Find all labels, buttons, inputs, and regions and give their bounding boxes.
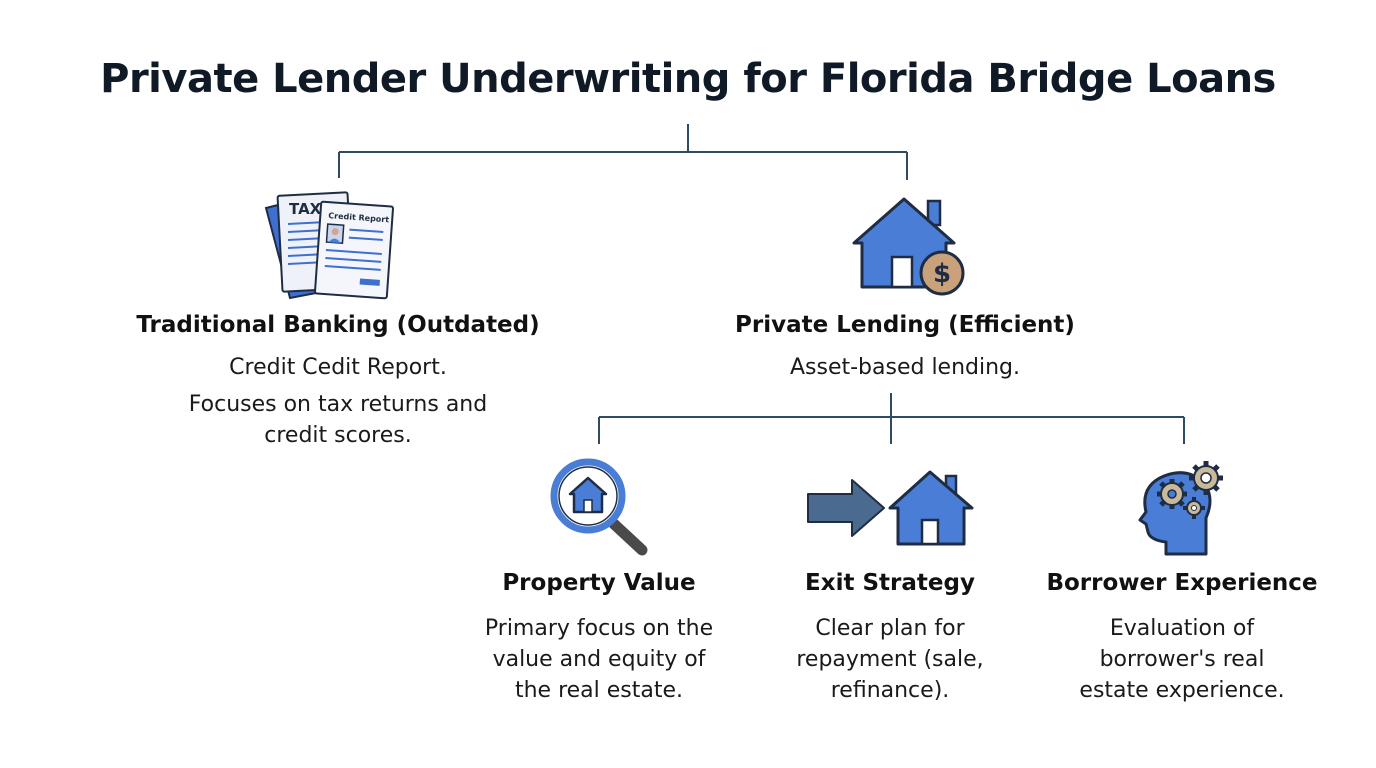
exit-line-3: refinance). (830, 678, 950, 703)
private-lending-desc: Asset-based lending. (655, 352, 1155, 383)
tax-documents-icon: TAX Credit Report (264, 191, 394, 300)
arrow-house-icon (807, 470, 974, 546)
borrower-experience-desc: Evaluation of borrower's real estate exp… (1032, 613, 1332, 706)
traditional-line-3: credit scores. (264, 423, 412, 448)
property-value-title: Property Value (502, 570, 696, 596)
property-value-desc: Primary focus on the value and equity of… (449, 613, 749, 706)
exit-strategy-title: Exit Strategy (805, 570, 975, 596)
connector-root (338, 124, 908, 180)
exit-strategy-desc: Clear plan for repayment (sale, refinanc… (760, 613, 1020, 706)
traditional-banking-desc: Credit Cedit Report. Focuses on tax retu… (88, 352, 588, 451)
private-line-1: Asset-based lending. (789, 355, 1021, 380)
traditional-line-2: Focuses on tax returns and (188, 392, 488, 417)
exit-line-2: repayment (sale, (796, 647, 984, 672)
borrower-experience-title: Borrower Experience (1046, 570, 1318, 596)
head-gears-icon (1138, 461, 1223, 556)
property-line-2: value and equity of (492, 647, 706, 672)
exit-line-1: Clear plan for (815, 616, 965, 641)
property-line-1: Primary focus on the (484, 616, 714, 641)
credit-report-label: Credit Report (328, 211, 390, 224)
borrower-line-2: borrower's real (1099, 647, 1265, 672)
traditional-banking-title: Traditional Banking (Outdated) (136, 312, 540, 338)
borrower-line-3: estate experience. (1079, 678, 1285, 703)
private-lending-title: Private Lending (Efficient) (735, 312, 1075, 338)
page-title: Private Lender Underwriting for Florida … (100, 56, 1276, 102)
dollar-sign: $ (933, 259, 951, 289)
borrower-line-1: Evaluation of (1109, 616, 1255, 641)
property-line-3: the real estate. (514, 678, 684, 703)
connector-private (598, 393, 1185, 444)
traditional-line-1: Credit Cedit Report. (229, 355, 447, 380)
house-dollar-icon: $ (852, 197, 965, 296)
house-search-icon (550, 458, 648, 556)
tax-label: TAX (289, 200, 322, 218)
